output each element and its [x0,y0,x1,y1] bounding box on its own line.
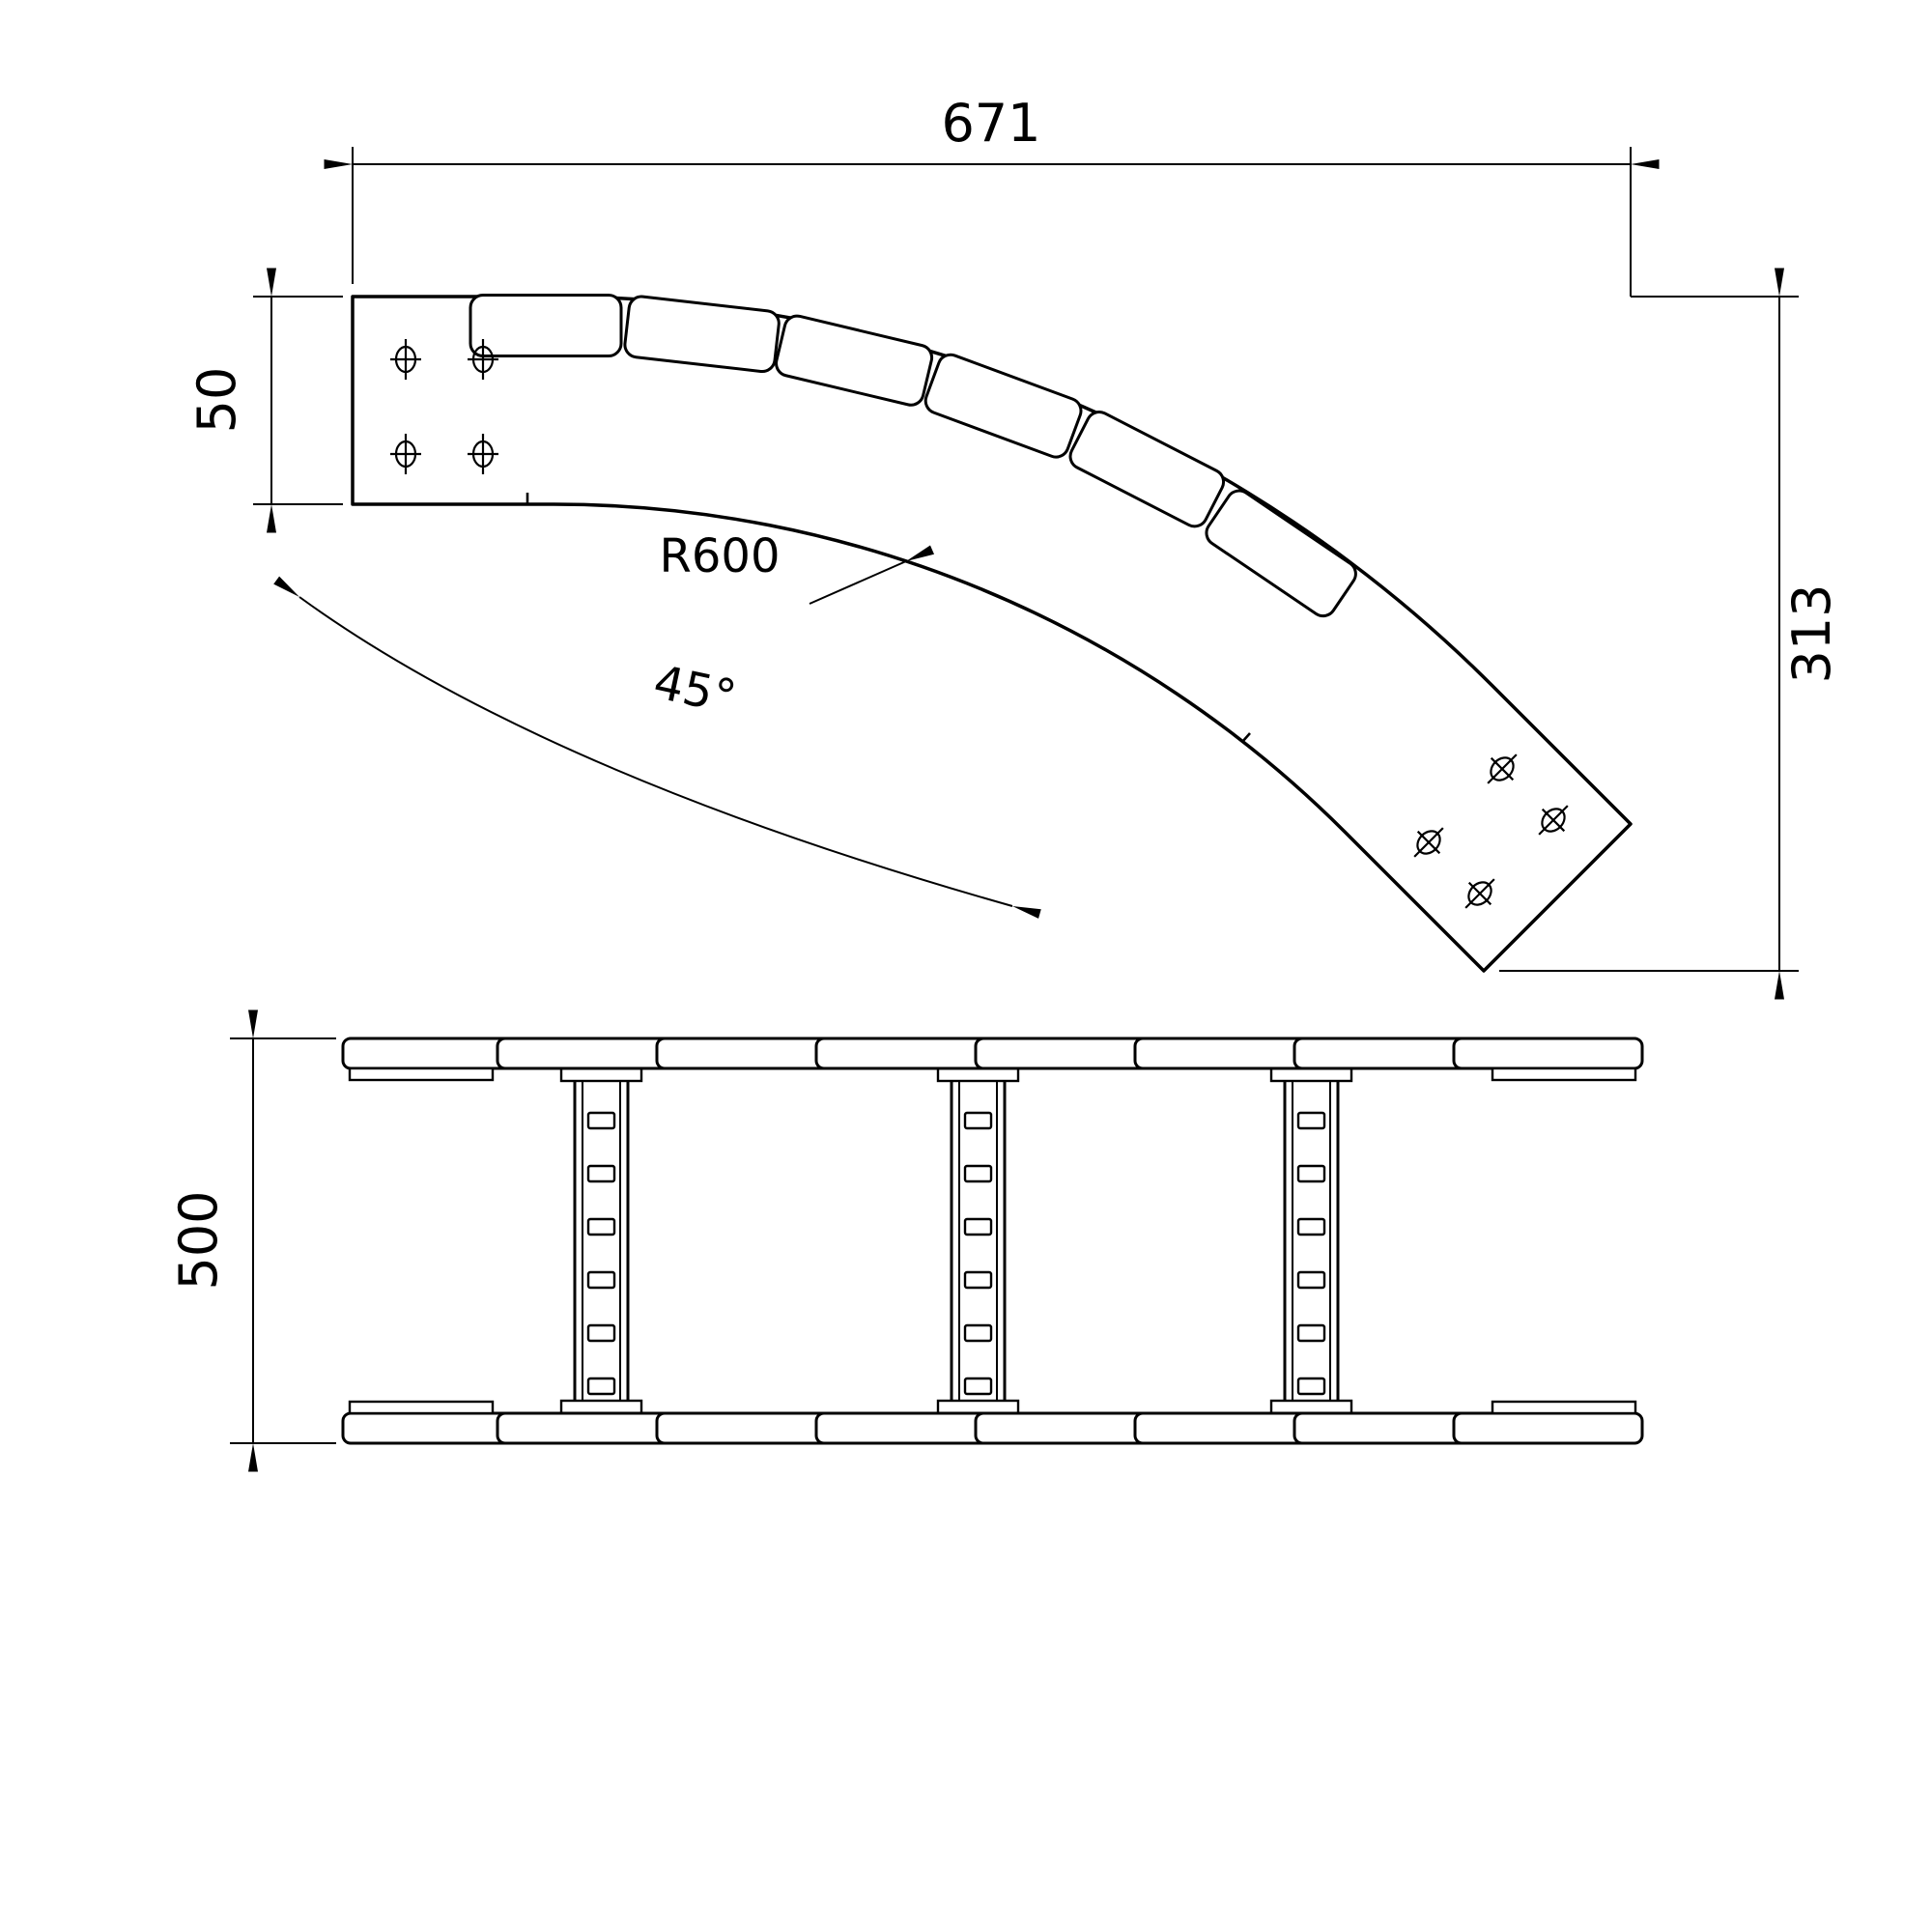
rung-slot [1296,1377,1326,1396]
rung-slot [586,1323,616,1343]
dimension-label-rail-height: 50 [186,367,247,434]
rail-segment [814,1037,992,1070]
rung-foot-plate [1269,1399,1353,1415]
side-rail-top [341,1037,1644,1070]
rail-segment-plate-3 [775,314,934,407]
radius-callout: R600 [660,529,935,605]
rail-segment [341,1411,514,1445]
angle-dimension-arc [273,576,1041,919]
rung-slot [963,1270,993,1290]
radius-label: R600 [660,529,781,583]
rail-segment [1293,1411,1470,1445]
rail-segment [974,1411,1151,1445]
rung-slot [1296,1323,1326,1343]
rail-segment-plate-4 [923,353,1083,459]
rail-segment [1452,1411,1644,1445]
rung-slot [586,1377,616,1396]
rung-slot [1296,1217,1326,1236]
connector-tab [348,1066,495,1082]
rail-segment [1133,1037,1311,1070]
rail-joint-tick-right [1241,732,1251,743]
rail-segment [1133,1411,1311,1445]
rung-slot [963,1323,993,1343]
rung-slot [586,1111,616,1130]
connector-tab [1491,1066,1637,1082]
rung-slot [586,1164,616,1183]
side-rail-bottom [341,1411,1644,1445]
dimension-width: 500 [168,1009,336,1472]
end-connector-tabs [348,1066,1637,1415]
rung-slot [963,1217,993,1236]
rung-slot [1296,1164,1326,1183]
rungs [559,1066,1353,1415]
rung-slot [1296,1111,1326,1130]
rail-segment [341,1037,514,1070]
rung-slot [586,1217,616,1236]
rung [936,1066,1020,1415]
rail-segment-plate-2 [623,295,781,374]
angle-label: 45° [649,655,741,724]
rung-slot [963,1377,993,1396]
rung-slot [1296,1270,1326,1290]
rung-foot-plate [559,1066,643,1083]
rung-slot [963,1111,993,1130]
rung-slot [963,1164,993,1183]
dimension-label-width: 500 [168,1190,229,1290]
rung-foot-plate [936,1066,1020,1083]
rail-segment [655,1411,833,1445]
rail-segment [1452,1037,1644,1070]
rail-segment [496,1411,673,1445]
dimension-rail-height: 50 [186,268,343,533]
rung-foot-plate [936,1399,1020,1415]
ladder-plan-view: 500 [168,1009,1644,1472]
dimension-label-height: 313 [1781,583,1842,683]
dimension-height: 313 [1499,268,1842,1000]
radius-leader-line [809,545,935,605]
dimension-length: 671 [324,93,1660,297]
rail-segment-plate-1 [469,294,623,357]
rail-segment [974,1037,1151,1070]
rail-segment [814,1411,992,1445]
connector-tab [348,1400,495,1415]
rung-slot [586,1270,616,1290]
rail-segment [655,1037,833,1070]
dimension-label-length: 671 [941,93,1040,154]
angle-dimension: 45° [273,576,1041,919]
rail-segment-plate-6 [1205,489,1357,618]
bend-side-view: 671 50 313 R600 45° [186,93,1842,1000]
connector-tab [1491,1400,1637,1415]
rail-segment [1293,1037,1470,1070]
rung [559,1066,643,1415]
rail-segment-plate-5 [1068,411,1226,528]
rail-segment [496,1037,673,1070]
rung-foot-plate [1269,1066,1353,1083]
rung-foot-plate [559,1399,643,1415]
rung [1269,1066,1353,1415]
outer-rail-segments [469,294,1357,618]
